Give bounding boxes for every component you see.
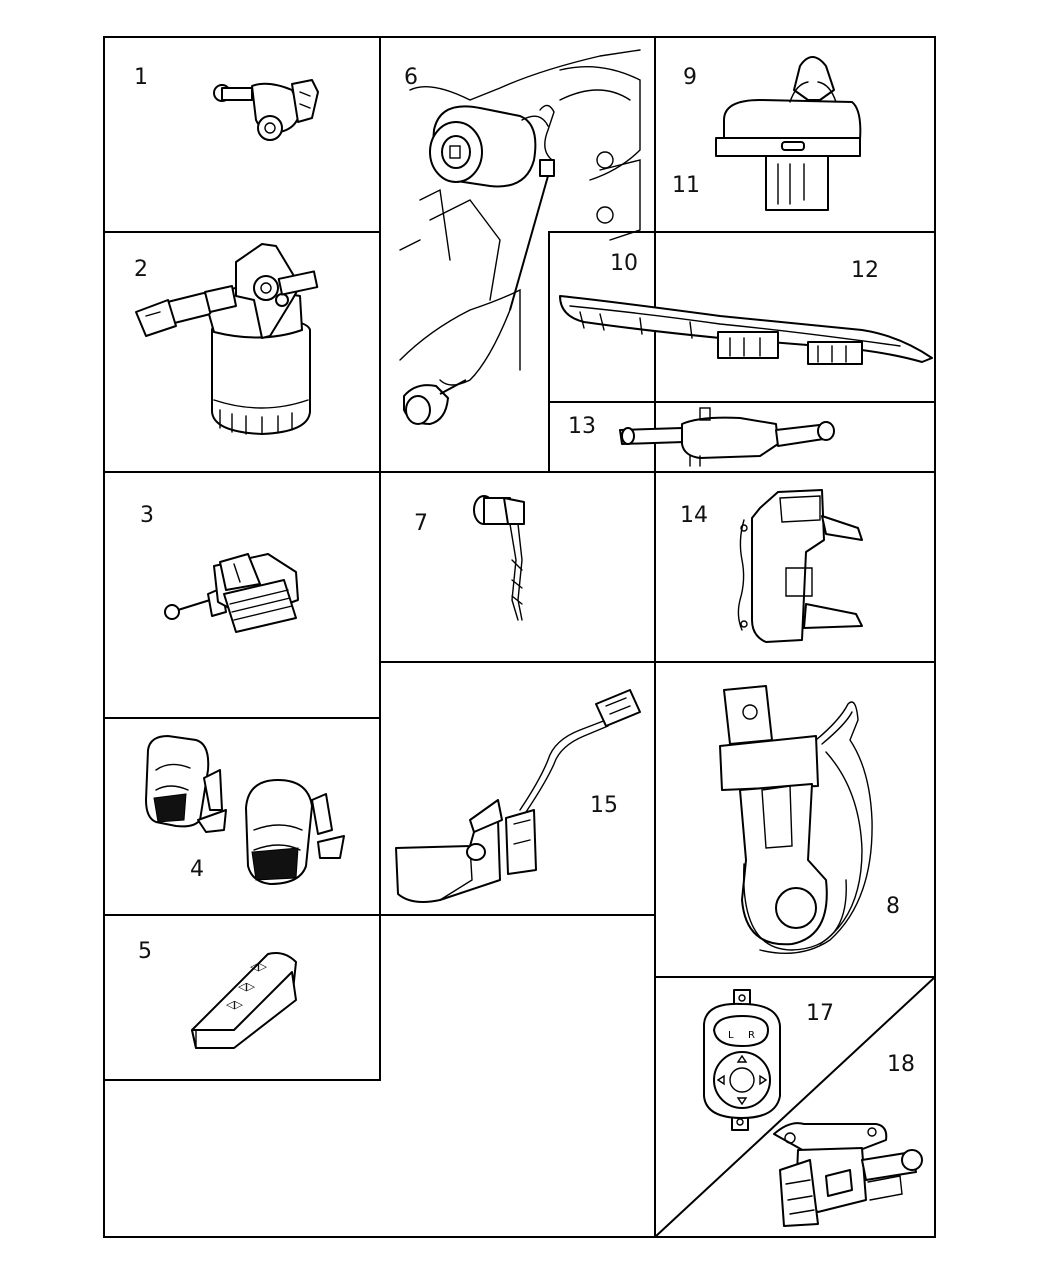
callout-12: 12 xyxy=(851,258,879,283)
part-10-12-trim xyxy=(559,295,933,365)
callout-5: 5 xyxy=(138,939,152,964)
callout-17: 17 xyxy=(806,1001,834,1026)
part-14-switch xyxy=(737,489,863,643)
part-13-multifunction xyxy=(619,407,835,467)
part-1-switch xyxy=(213,79,319,141)
callout-18: 18 xyxy=(887,1052,915,1077)
callout-11: 11 xyxy=(672,173,700,198)
callout-2: 2 xyxy=(134,257,148,282)
callout-7: 7 xyxy=(414,511,428,536)
callout-13: 13 xyxy=(568,414,596,439)
part-7-sensor xyxy=(473,495,525,621)
part-15-sensor-bracket xyxy=(395,689,641,903)
svg-text:◁▷: ◁▷ xyxy=(238,980,255,993)
callout-4: 4 xyxy=(190,857,204,882)
callout-10: 10 xyxy=(610,251,638,276)
callout-8: 8 xyxy=(886,894,900,919)
part-5-switch: ◁▷ ◁▷ ◁▷ xyxy=(191,952,297,1049)
callout-15: 15 xyxy=(590,793,618,818)
part-18-ignition xyxy=(773,1122,923,1227)
part-2-sensor-filter xyxy=(135,243,319,435)
svg-text:◁▷: ◁▷ xyxy=(226,998,243,1011)
callout-14: 14 xyxy=(680,503,708,528)
part-4-buttons xyxy=(145,735,345,885)
svg-text:R: R xyxy=(748,1030,755,1041)
part-17-mirror-switch: L R xyxy=(703,989,781,1131)
callout-labels: 1 2 3 4 5 6 7 8 9 10 11 12 13 14 15 17 1… xyxy=(134,65,915,1077)
svg-text:L: L xyxy=(728,1030,734,1041)
panel-grid xyxy=(103,36,936,1238)
part-3-switch xyxy=(164,553,299,633)
part-8-bracket xyxy=(719,685,873,955)
callout-3: 3 xyxy=(140,503,154,528)
callout-6: 6 xyxy=(404,65,418,90)
svg-text:◁▷: ◁▷ xyxy=(250,960,267,973)
callout-1: 1 xyxy=(134,65,148,90)
callout-9: 9 xyxy=(683,65,697,90)
part-6-column-assembly xyxy=(399,49,641,425)
part-9-11-module xyxy=(715,56,862,211)
